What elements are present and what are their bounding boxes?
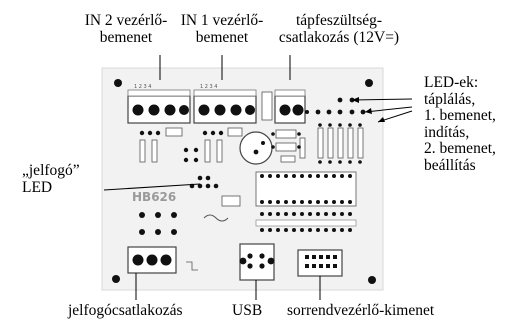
in2-label: IN 2 vezérlő- bemenet <box>72 12 180 46</box>
input-section-parts <box>139 127 243 163</box>
in2-terminal-block: 1 2 3 4 <box>127 84 191 124</box>
leds-label-line2: táplálás, <box>424 90 476 108</box>
relay-section <box>139 212 177 235</box>
board-silk-label: HB626 <box>132 190 176 204</box>
usb-label: USB <box>232 302 263 319</box>
relay-connector-label: jelfogócsatlakozás <box>68 302 183 319</box>
status-leds <box>305 97 366 115</box>
relay-led-label-line2: LED <box>22 179 53 196</box>
power-label: tápfeszültség- csatlakozás (12V=) <box>264 12 414 46</box>
power-label-line2: csatlakozás (12V=) <box>278 29 400 46</box>
sequencer-output-label: sorrendvezérlő-kimenet <box>287 302 435 319</box>
lower-pin-rows <box>260 212 352 232</box>
power-section-parts <box>275 129 297 163</box>
mounting-hole-top-left <box>114 79 122 87</box>
mounting-hole-top-right <box>365 79 373 87</box>
power-label-line1: tápfeszültség- <box>295 12 383 29</box>
svg-text:1 2 3 4: 1 2 3 4 <box>134 84 152 90</box>
in2-label-line1: IN 2 vezérlő- <box>84 12 168 29</box>
in1-label: IN 1 vezérlő- bemenet <box>169 12 275 46</box>
in1-terminal-block: 1 2 3 4 <box>193 84 257 124</box>
leds-label-line6: beállítás <box>424 156 476 174</box>
inductor <box>203 214 229 222</box>
regulator <box>261 91 273 121</box>
leader-lines <box>103 55 321 300</box>
svg-text:1 2 3 4: 1 2 3 4 <box>200 84 218 90</box>
resistor-pads <box>318 123 362 164</box>
leds-label-line1: LED-ek: <box>424 74 479 91</box>
relay-led-label: „jelfogó” LED <box>22 162 80 196</box>
microcontroller <box>255 171 357 207</box>
mounting-hole-bottom-right <box>368 276 376 284</box>
leds-label-line3: 1. bemenet, <box>424 107 496 124</box>
in2-label-line2: bemenet <box>99 29 153 46</box>
power-terminal-block <box>274 89 306 124</box>
relay-led-label-line1: „jelfogó” <box>22 162 80 179</box>
sequencer-output-header <box>297 249 343 277</box>
in1-label-line2: bemenet <box>195 29 249 46</box>
mounting-hole-bottom-left <box>112 275 120 283</box>
electrolytic-capacitor <box>239 131 273 165</box>
input-section-pads <box>139 130 224 163</box>
leds-label: LED-ek: táplálás, 1. bemenet, indítás, 2… <box>424 74 496 174</box>
in1-label-line1: IN 1 vezérlő- <box>180 12 264 29</box>
relay-terminal-block <box>127 246 177 274</box>
leds-label-line5: 2. bemenet, <box>424 140 496 157</box>
leds-label-line4: indítás, <box>424 123 470 141</box>
usb-connector <box>239 243 275 281</box>
